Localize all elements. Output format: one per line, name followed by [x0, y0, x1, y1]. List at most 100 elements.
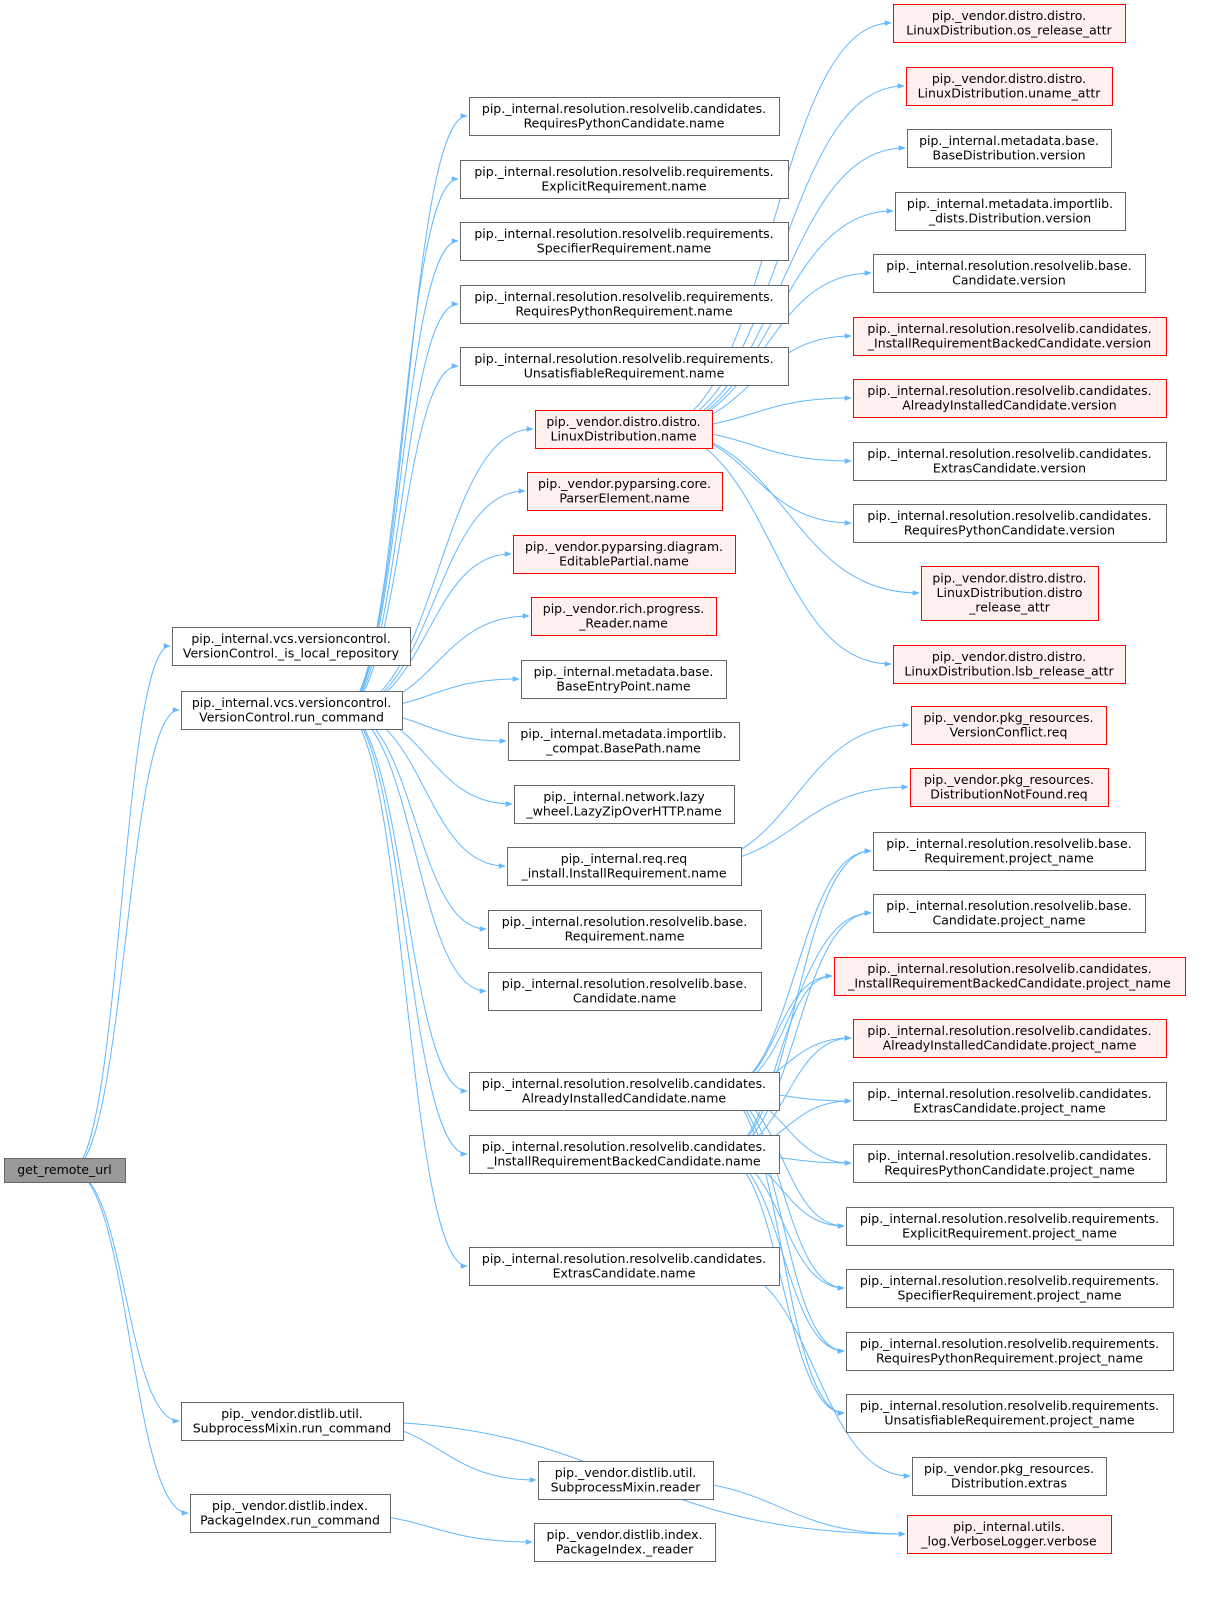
node-label-m_aic_name-line-0: pip._internal.resolution.resolvelib.cand…: [482, 1076, 766, 1091]
node-m_spec_name[interactable]: pip._internal.resolution.resolvelib.requ…: [460, 222, 789, 261]
node-r_aic_pn[interactable]: pip._internal.resolution.resolvelib.cand…: [853, 1019, 1167, 1058]
node-label-r_uns_pn-line-1: UnsatisfiableRequirement.project_name: [884, 1412, 1135, 1427]
node-pi_run[interactable]: pip._vendor.distlib.index.PackageIndex.r…: [190, 1494, 391, 1533]
node-label-r_rpr_pn-line-0: pip._internal.resolution.resolvelib.requ…: [860, 1336, 1159, 1351]
node-label-r_distrel-line-2: _release_attr: [968, 600, 1051, 615]
node-m_pi_reader[interactable]: pip._vendor.distlib.index.PackageIndex._…: [534, 1523, 716, 1562]
node-box-r_rpc_ver: [853, 504, 1167, 543]
node-r_rpc_ver[interactable]: pip._internal.resolution.resolvelib.cand…: [853, 504, 1167, 543]
node-r_irbc_ver[interactable]: pip._internal.resolution.resolvelib.cand…: [853, 317, 1167, 356]
node-run_cmd[interactable]: pip._internal.vcs.versioncontrol.Version…: [181, 691, 403, 730]
node-r_ec_pn[interactable]: pip._internal.resolution.resolvelib.cand…: [853, 1082, 1167, 1121]
node-label-r_uname-line-1: LinuxDistribution.uname_attr: [918, 85, 1102, 100]
node-box-m_ld_name: [535, 410, 713, 449]
node-r_dnf_req[interactable]: pip._vendor.pkg_resources.DistributionNo…: [910, 768, 1109, 807]
node-m_pe_name[interactable]: pip._vendor.pyparsing.core.ParserElement…: [527, 472, 723, 511]
node-label-r_aic_pn-line-1: AlreadyInstalledCandidate.project_name: [883, 1037, 1137, 1052]
node-label-r_vc_req-line-1: VersionConflict.req: [950, 724, 1068, 739]
node-m_ec_name[interactable]: pip._internal.resolution.resolvelib.cand…: [469, 1247, 780, 1286]
node-box-r_aic_pn: [853, 1019, 1167, 1058]
node-m_cand_name[interactable]: pip._internal.resolution.resolvelib.base…: [488, 972, 762, 1011]
node-root[interactable]: get_remote_url: [4, 1158, 126, 1183]
node-m_sm_reader[interactable]: pip._vendor.distlib.util.SubprocessMixin…: [538, 1461, 714, 1500]
node-label-r_rpr_pn-line-1: RequiresPythonRequirement.project_name: [876, 1350, 1143, 1365]
node-label-m_spec_name-line-0: pip._internal.resolution.resolvelib.requ…: [474, 226, 773, 241]
node-r_ec_ver[interactable]: pip._internal.resolution.resolvelib.cand…: [853, 442, 1167, 481]
node-r_uns_pn[interactable]: pip._internal.resolution.resolvelib.requ…: [846, 1394, 1174, 1433]
node-is_local[interactable]: pip._internal.vcs.versioncontrol.Version…: [172, 627, 411, 666]
node-r_vc_req[interactable]: pip._vendor.pkg_resources.VersionConflic…: [911, 706, 1107, 745]
node-box-m_ep_name: [513, 535, 736, 574]
node-m_req_name[interactable]: pip._internal.resolution.resolvelib.base…: [488, 910, 762, 949]
node-r_bd_ver[interactable]: pip._internal.metadata.base.BaseDistribu…: [907, 129, 1112, 168]
node-box-m_bep_name: [521, 660, 727, 699]
node-m_ld_name[interactable]: pip._vendor.distro.distro.LinuxDistribut…: [535, 410, 713, 449]
node-label-m_ld_name-line-0: pip._vendor.distro.distro.: [546, 414, 700, 429]
node-label-r_irbc_ver-line-0: pip._internal.resolution.resolvelib.cand…: [867, 321, 1151, 336]
node-dl_run[interactable]: pip._vendor.distlib.util.SubprocessMixin…: [181, 1402, 404, 1441]
node-r_cand_ver[interactable]: pip._internal.resolution.resolvelib.base…: [873, 254, 1146, 293]
node-box-r_dnf_req: [910, 768, 1109, 807]
node-box-m_rpc_name: [469, 97, 780, 136]
node-m_rr_name[interactable]: pip._vendor.rich.progress._Reader.name: [531, 597, 717, 636]
node-label-m_ir_name-line-1: _install.InstallRequirement.name: [520, 865, 726, 880]
node-label-r_irbc_pn-line-0: pip._internal.resolution.resolvelib.cand…: [867, 961, 1151, 976]
node-r_aic_ver[interactable]: pip._internal.resolution.resolvelib.cand…: [853, 379, 1167, 418]
node-box-r_vc_req: [911, 706, 1107, 745]
node-label-m_rpr_name-line-0: pip._internal.resolution.resolvelib.requ…: [474, 289, 773, 304]
node-box-r_dd_ver: [895, 192, 1126, 231]
node-box-r_ec_pn: [853, 1082, 1167, 1121]
node-box-r_aic_ver: [853, 379, 1167, 418]
node-label-r_dd_ver-line-1: _dists.Distribution.version: [928, 210, 1091, 225]
node-box-m_sm_reader: [538, 1461, 714, 1500]
node-label-run_cmd-line-1: VersionControl.run_command: [199, 709, 384, 724]
node-box-r_irbc_pn: [834, 957, 1186, 996]
node-box-m_rpr_name: [460, 285, 789, 324]
node-m_rpc_name[interactable]: pip._internal.resolution.resolvelib.cand…: [469, 97, 780, 136]
node-label-r_ec_pn-line-0: pip._internal.resolution.resolvelib.cand…: [867, 1086, 1151, 1101]
node-label-m_pe_name-line-0: pip._vendor.pyparsing.core.: [538, 476, 711, 491]
node-r_rpr_pn[interactable]: pip._internal.resolution.resolvelib.requ…: [846, 1332, 1174, 1371]
node-label-r_spec_pn-line-1: SpecifierRequirement.project_name: [897, 1287, 1121, 1302]
node-m_bp_name[interactable]: pip._internal.metadata.importlib._compat…: [508, 722, 740, 761]
node-label-m_ec_name-line-0: pip._internal.resolution.resolvelib.cand…: [482, 1251, 766, 1266]
node-m_ir_name[interactable]: pip._internal.req.req_install.InstallReq…: [507, 847, 742, 886]
edge-root-to-dl_run: [70, 1169, 180, 1424]
node-box-m_aic_name: [469, 1072, 780, 1111]
node-m_aic_name[interactable]: pip._internal.resolution.resolvelib.cand…: [469, 1072, 780, 1111]
node-r_irbc_pn[interactable]: pip._internal.resolution.resolvelib.cand…: [834, 957, 1186, 996]
node-r_exp_pn[interactable]: pip._internal.resolution.resolvelib.requ…: [846, 1207, 1174, 1246]
node-r_uname[interactable]: pip._vendor.distro.distro.LinuxDistribut…: [906, 67, 1113, 106]
node-r_osrel[interactable]: pip._vendor.distro.distro.LinuxDistribut…: [893, 4, 1126, 43]
node-m_lz_name[interactable]: pip._internal.network.lazy_wheel.LazyZip…: [514, 785, 735, 824]
node-m_rpr_name[interactable]: pip._internal.resolution.resolvelib.requ…: [460, 285, 789, 324]
node-label-r_spec_pn-line-0: pip._internal.resolution.resolvelib.requ…: [860, 1273, 1159, 1288]
node-r_lsbrel[interactable]: pip._vendor.distro.distro.LinuxDistribut…: [893, 645, 1126, 684]
node-label-r_osrel-line-1: LinuxDistribution.os_release_attr: [906, 22, 1112, 37]
node-r_verbose[interactable]: pip._internal.utils._log.VerboseLogger.v…: [907, 1515, 1112, 1554]
node-label-r_distrel-line-1: LinuxDistribution.distro: [937, 585, 1083, 600]
node-r_distrel[interactable]: pip._vendor.distro.distro.LinuxDistribut…: [921, 566, 1099, 621]
node-m_irbc_name[interactable]: pip._internal.resolution.resolvelib.cand…: [469, 1135, 780, 1174]
node-m_ep_name[interactable]: pip._vendor.pyparsing.diagram.EditablePa…: [513, 535, 736, 574]
node-m_exp_name[interactable]: pip._internal.resolution.resolvelib.requ…: [460, 160, 789, 199]
node-r_dd_ver[interactable]: pip._internal.metadata.importlib._dists.…: [895, 192, 1126, 231]
node-r_dist_extras[interactable]: pip._vendor.pkg_resources.Distribution.e…: [912, 1457, 1107, 1496]
node-m_uns_name[interactable]: pip._internal.resolution.resolvelib.requ…: [460, 347, 789, 386]
node-m_bep_name[interactable]: pip._internal.metadata.base.BaseEntryPoi…: [521, 660, 727, 699]
node-r_req_pn[interactable]: pip._internal.resolution.resolvelib.base…: [873, 832, 1146, 871]
node-label-dl_run-line-0: pip._vendor.distlib.util.: [221, 1406, 363, 1421]
node-r_rpc_pn[interactable]: pip._internal.resolution.resolvelib.cand…: [853, 1144, 1167, 1183]
node-box-r_spec_pn: [846, 1269, 1174, 1308]
node-box-m_ir_name: [507, 847, 742, 886]
node-r_spec_pn[interactable]: pip._internal.resolution.resolvelib.requ…: [846, 1269, 1174, 1308]
node-box-m_pi_reader: [534, 1523, 716, 1562]
node-label-r_dist_extras-line-1: Distribution.extras: [951, 1475, 1067, 1490]
node-label-m_sm_reader-line-1: SubprocessMixin.reader: [551, 1479, 702, 1494]
node-label-r_dist_extras-line-0: pip._vendor.pkg_resources.: [924, 1461, 1094, 1476]
node-r_cand_pn[interactable]: pip._internal.resolution.resolvelib.base…: [873, 894, 1146, 933]
node-label-m_aic_name-line-1: AlreadyInstalledCandidate.name: [522, 1090, 726, 1105]
node-label-r_cand_ver-line-0: pip._internal.resolution.resolvelib.base…: [886, 258, 1131, 273]
node-box-r_exp_pn: [846, 1207, 1174, 1246]
